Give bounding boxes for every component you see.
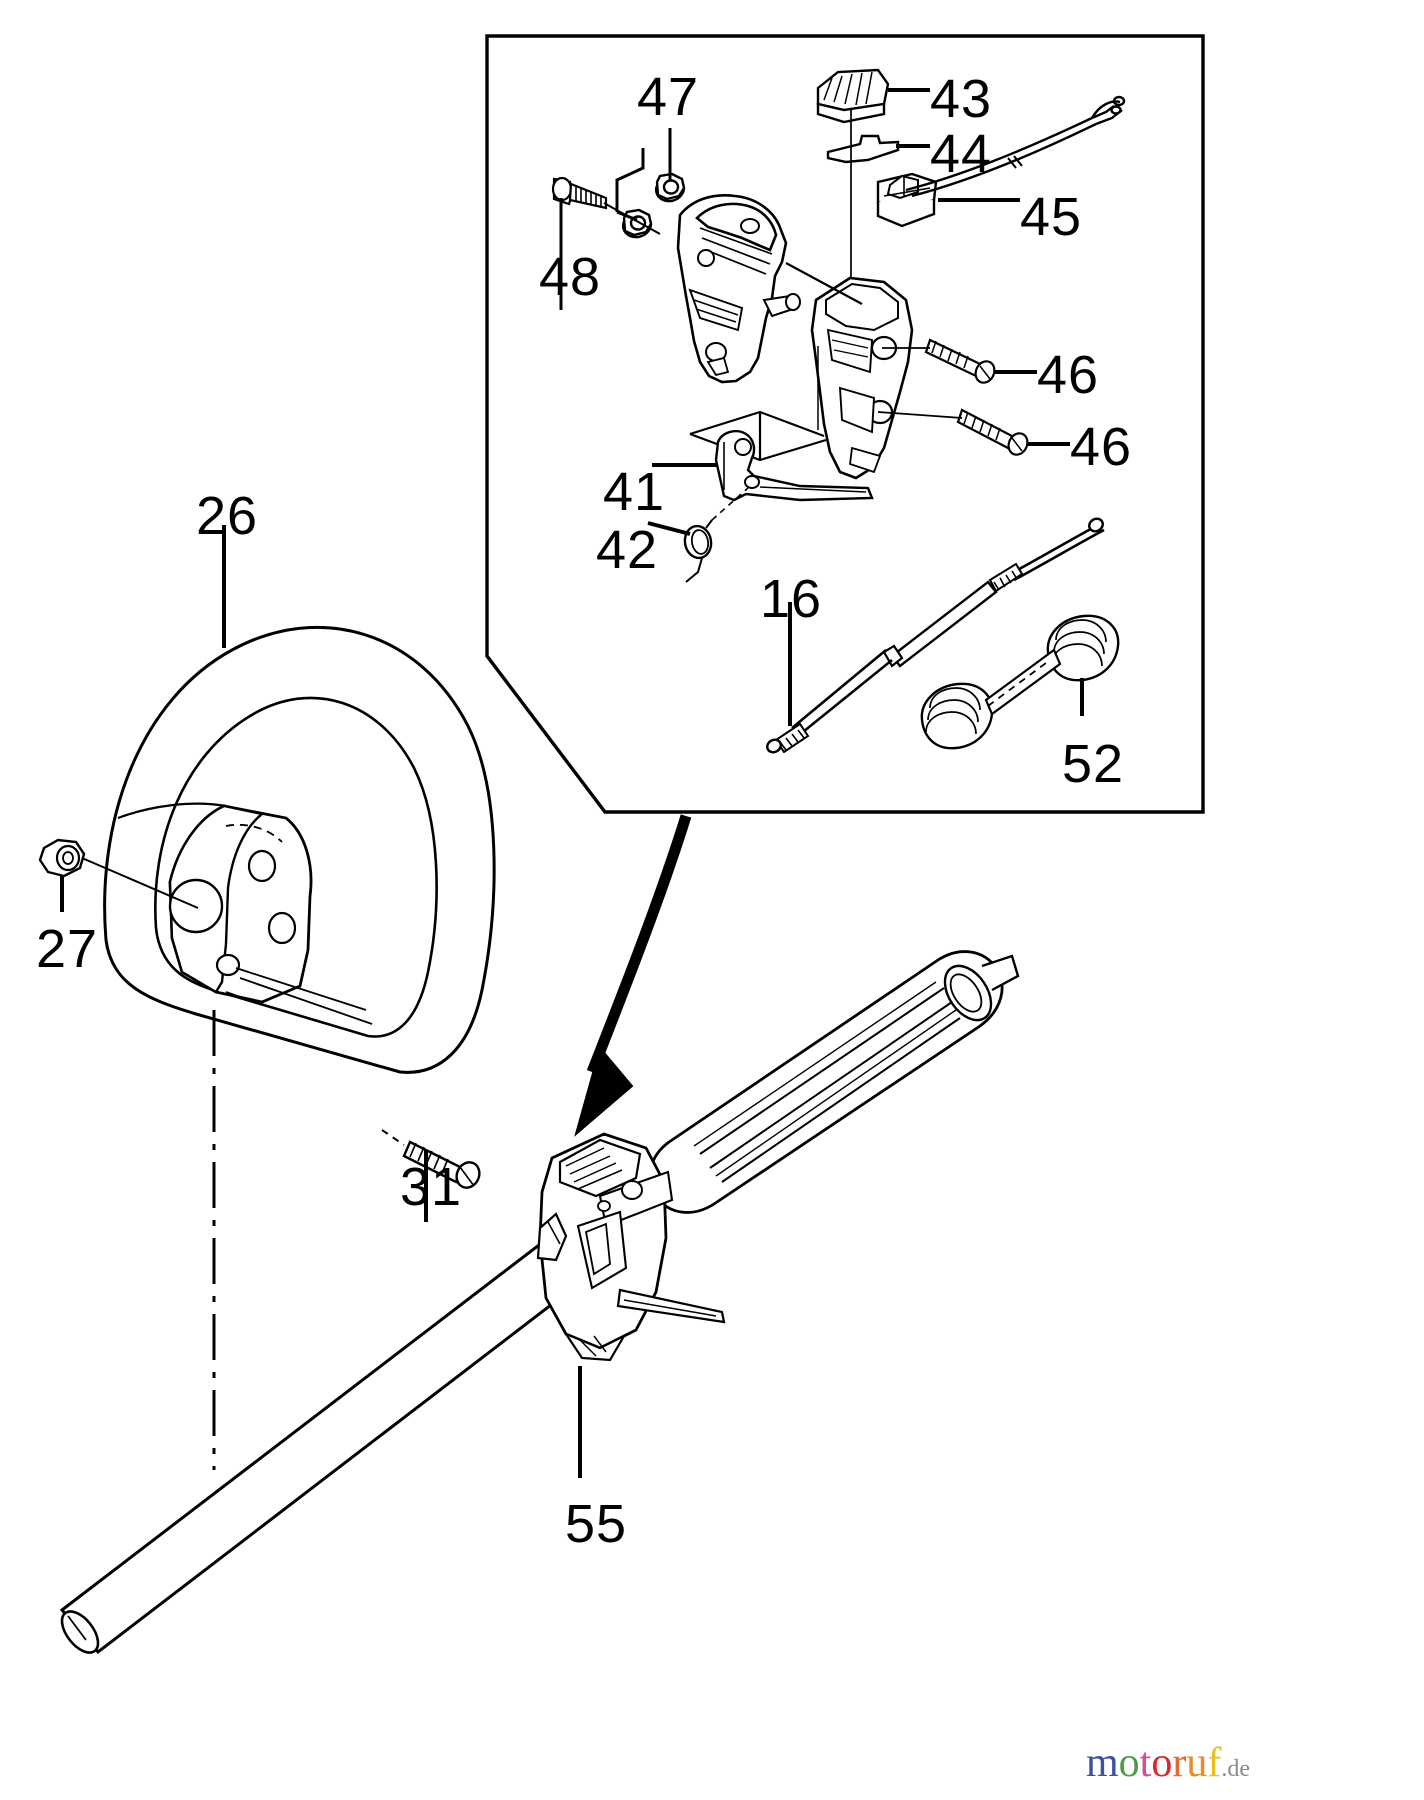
part-27-pointer <box>81 857 199 909</box>
part-42-spring <box>683 519 713 583</box>
watermark-letter-t: t <box>1139 1740 1152 1786</box>
watermark-suffix: .de <box>1221 1756 1250 1782</box>
part-48-pointer <box>603 202 661 235</box>
callout-47: 47 <box>637 67 700 127</box>
housing-left-half <box>676 194 801 384</box>
part-48-bolt <box>551 176 608 210</box>
callout-46-lower: 46 <box>1070 417 1133 477</box>
callout-41: 41 <box>603 462 666 522</box>
callout-42: 42 <box>596 520 659 580</box>
watermark-letter-m: m <box>1086 1740 1119 1786</box>
callout-26: 26 <box>196 486 259 546</box>
part-46-lower-pointer <box>877 411 963 419</box>
part-46-screw-upper <box>924 338 996 384</box>
part-41-trigger-lever <box>714 430 874 502</box>
callout-16: 16 <box>760 569 823 629</box>
part-42-pointer <box>711 487 749 521</box>
part-27-lock-nut <box>38 838 86 878</box>
motoruf-watermark: motoruf.de <box>1086 1742 1250 1784</box>
detail-inset-frame <box>485 34 1205 814</box>
callout-31: 31 <box>400 1157 463 1217</box>
part-55-throttle-grip <box>536 950 1020 1362</box>
callout-45: 45 <box>1020 187 1083 247</box>
callout-55: 55 <box>565 1494 628 1554</box>
callout-46-upper: 46 <box>1037 345 1100 405</box>
watermark-letter-u: u <box>1186 1740 1208 1786</box>
part-31-pointer <box>381 1129 405 1146</box>
part-47-nuts <box>621 172 686 239</box>
part-16-throttle-cable <box>766 517 1105 754</box>
callout-52: 52 <box>1062 734 1125 794</box>
part-45-wire <box>905 95 1126 198</box>
part-43-switch-cover <box>816 68 890 124</box>
exploded-assembly-arrow <box>574 814 692 1137</box>
watermark-letter-f: f <box>1207 1740 1222 1786</box>
housing-right-half <box>810 276 914 480</box>
callout-43: 43 <box>930 69 993 129</box>
alignment-guide-lines <box>689 262 863 462</box>
callout-44: 44 <box>930 124 993 184</box>
handle-clamp-bracket <box>168 804 373 1025</box>
watermark-letter-o2: o <box>1151 1740 1173 1786</box>
callout-48: 48 <box>539 247 602 307</box>
callout-27: 27 <box>36 919 99 979</box>
watermark-letter-o1: o <box>1118 1740 1140 1786</box>
part-44-switch-plate <box>826 134 900 164</box>
watermark-letter-r: r <box>1172 1740 1187 1786</box>
part-42-leader <box>647 521 691 536</box>
part-45-stop-switch <box>876 172 938 228</box>
part-31-clamp-bolt <box>402 1140 481 1189</box>
